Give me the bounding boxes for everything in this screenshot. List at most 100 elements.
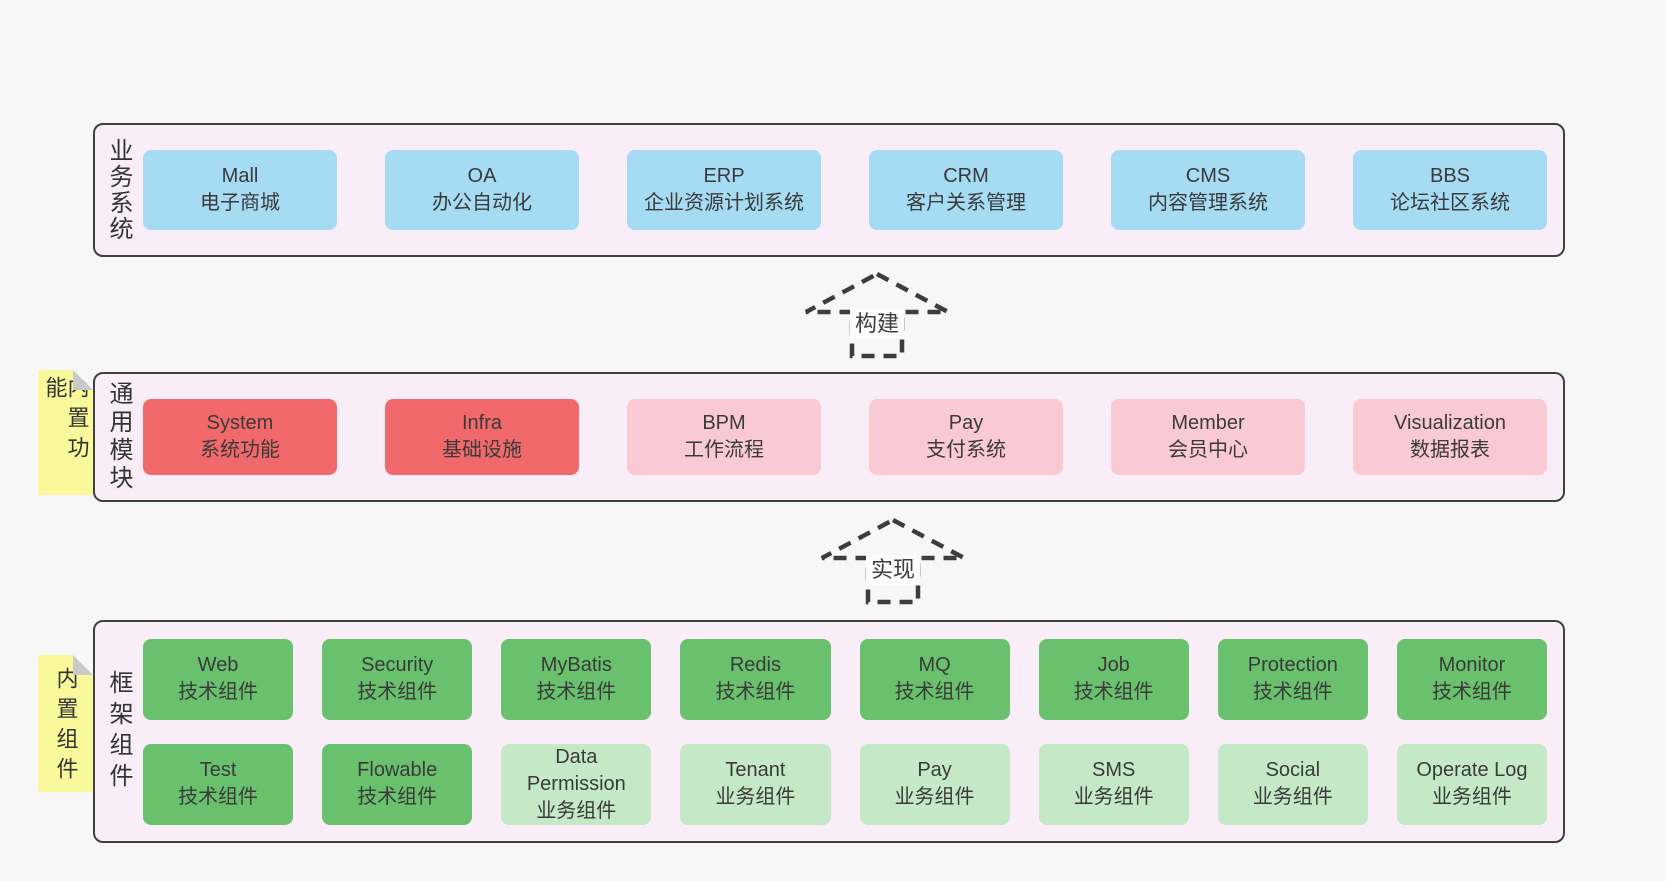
section-label: 框架组件 [105,669,132,794]
arrow-label: 实现 [865,555,921,586]
box-subtitle: 技术组件 [357,681,438,703]
box-title: Data Permission [526,745,626,795]
box-subtitle: 技术组件 [894,681,975,703]
box-subtitle: 技术组件 [536,681,617,703]
box-title: SMS [1092,759,1136,781]
box-infra: Infra 基础设施 [385,399,579,475]
box-subtitle: 技术组件 [357,786,438,808]
box-title: Web [197,654,239,676]
box-data-permission: Data Permission 业务组件 [501,743,652,825]
box-subtitle: 企业资源计划系统 [644,192,804,214]
box-mybatis: MyBatis 技术组件 [501,638,652,720]
box-subtitle: 技术组件 [178,786,259,808]
box-subtitle: 电子商城 [200,192,280,214]
box-protection: Protection 技术组件 [1217,638,1368,720]
section-framework-components: 框架组件 Web 技术组件 Security 技术组件 MyBatis 技术组件… [93,620,1565,843]
box-subtitle: 技术组件 [178,681,259,703]
arrow-label: 构建 [849,309,905,340]
box-title: MQ [918,654,951,676]
box-flowable: Flowable 技术组件 [322,743,473,825]
tag-label: 内置功能 [42,376,90,466]
box-title: MyBatis [540,654,612,676]
box-title: Security [361,654,434,676]
box-subtitle: 技术组件 [715,681,796,703]
box-title: Pay [948,412,984,434]
box-subtitle: 数据报表 [1410,439,1490,461]
box-title: Test [199,759,237,781]
box-subtitle: 技术组件 [1073,681,1154,703]
box-bpm: BPM 工作流程 [627,399,821,475]
box-job: Job 技术组件 [1038,638,1189,720]
box-cms: CMS 内容管理系统 [1111,150,1305,230]
box-title: CMS [1185,165,1231,187]
box-title: Protection [1247,654,1338,676]
box-oa: OA 办公自动化 [385,150,579,230]
box-title: Visualization [1394,412,1506,434]
box-subtitle: 客户关系管理 [906,192,1026,214]
box-social: Social 业务组件 [1217,743,1368,825]
section-label-column: 框架组件 [95,622,141,841]
box-subtitle: 技术组件 [1431,681,1512,703]
box-security: Security 技术组件 [322,638,473,720]
section-common-modules: 通用模块 System 系统功能 Infra 基础设施 BPM 工作流程 Pay… [93,372,1565,502]
sticky-tag-builtin-components: 内置组件 [38,655,93,792]
box-title: Redis [729,654,781,676]
box-subtitle: 办公自动化 [432,192,532,214]
box-subtitle: 系统功能 [200,439,280,461]
box-bbs: BBS 论坛社区系统 [1353,150,1547,230]
box-subtitle: 业务组件 [1431,786,1512,808]
box-subtitle: 业务组件 [894,786,975,808]
box-system: System 系统功能 [143,399,337,475]
box-title: OA [467,165,497,187]
box-title: CRM [943,165,989,187]
box-subtitle: 工作流程 [684,439,764,461]
business-box-row: Mall 电子商城 OA 办公自动化 ERP 企业资源计划系统 CRM 客户关系… [141,125,1563,255]
box-title: System [206,412,274,434]
arrow-implement: 实现 [818,517,968,605]
box-title: Job [1097,654,1130,676]
box-crm: CRM 客户关系管理 [869,150,1063,230]
box-monitor: Monitor 技术组件 [1396,638,1547,720]
sticky-tag-builtin-features: 内置功能 [38,370,93,495]
box-operate-log: Operate Log 业务组件 [1396,743,1547,825]
box-title: Infra [461,412,503,434]
box-title: Tenant [725,759,786,781]
box-pay: Pay 支付系统 [869,399,1063,475]
box-erp: ERP 企业资源计划系统 [627,150,821,230]
box-test: Test 技术组件 [143,743,294,825]
section-label: 通用模块 [105,381,132,493]
box-visualization: Visualization 数据报表 [1353,399,1547,475]
box-title: BBS [1429,165,1471,187]
modules-box-row: System 系统功能 Infra 基础设施 BPM 工作流程 Pay 支付系统… [141,374,1563,500]
section-business-systems: 业务系统 Mall 电子商城 OA 办公自动化 ERP 企业资源计划系统 CRM… [93,123,1565,257]
framework-box-grid: Web 技术组件 Security 技术组件 MyBatis 技术组件 Redi… [141,622,1563,841]
box-subtitle: 论坛社区系统 [1390,192,1510,214]
box-subtitle: 支付系统 [926,439,1006,461]
box-mq: MQ 技术组件 [859,638,1010,720]
up-arrow-icon [804,271,950,359]
tag-label: 内置组件 [53,666,79,787]
section-label-column: 业务系统 [95,125,141,255]
section-label: 业务系统 [105,138,132,242]
box-title: ERP [703,165,745,187]
box-subtitle: 业务组件 [1073,786,1154,808]
box-subtitle: 业务组件 [536,799,617,822]
arrow-build: 构建 [802,271,952,359]
box-subtitle: 基础设施 [442,439,522,461]
box-sms: SMS 业务组件 [1038,743,1189,825]
box-redis: Redis 技术组件 [680,638,831,720]
box-subtitle: 会员中心 [1168,439,1248,461]
folded-corner-icon [73,370,93,390]
box-pay-component: Pay 业务组件 [859,743,1010,825]
box-title: Member [1171,412,1245,434]
box-subtitle: 业务组件 [1252,786,1333,808]
box-mall: Mall 电子商城 [143,150,337,230]
box-subtitle: 业务组件 [715,786,796,808]
box-title: Flowable [357,759,438,781]
up-arrow-icon [820,517,966,605]
box-title: Pay [917,759,952,781]
section-label-column: 通用模块 [95,374,141,500]
box-title: Monitor [1438,654,1506,676]
box-member: Member 会员中心 [1111,399,1305,475]
